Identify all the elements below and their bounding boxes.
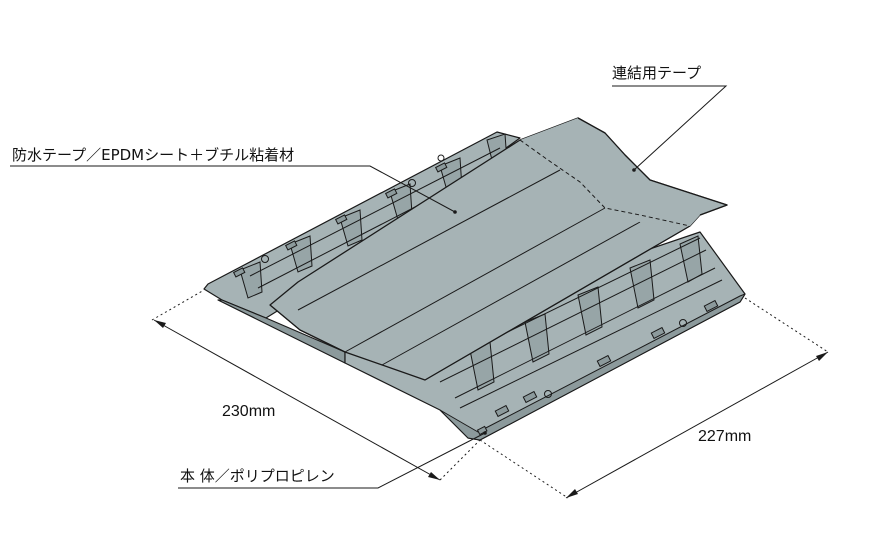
body-material-label: 本 体／ポリプロピレン: [180, 467, 335, 485]
connecting-tape-label: 連結用テープ: [612, 64, 702, 82]
connecting-tape: [519, 117, 728, 227]
leader-connecting-tape: [612, 85, 728, 171]
length-dimension-label: 230mm: [222, 403, 276, 420]
back-panel: [203, 131, 521, 364]
waterproof-tape-seams: [269, 169, 691, 381]
front-panel-slots: [476, 299, 719, 436]
waterproof-tape-label: 防水テープ／EPDMシート＋ブチル粘着材: [12, 146, 295, 164]
front-panel-ribs: [429, 235, 723, 409]
connecting-tape-dashed-edge: [519, 139, 691, 227]
leader-waterproof-tape: [10, 165, 456, 213]
leader-body: [178, 432, 486, 489]
waterproof-tape: [269, 117, 728, 381]
front-panel-holes: [544, 319, 687, 398]
dimension-lines: [151, 289, 829, 499]
connecting-tape-surface: [520, 118, 727, 226]
leader-lines: [10, 85, 728, 489]
dimension-line-length: [153, 319, 441, 481]
front-panel-side: [439, 293, 746, 441]
dimension-line-width: [565, 351, 829, 499]
width-dimension-label: 227mm: [698, 428, 752, 445]
back-panel-slots: [232, 162, 448, 278]
back-panel-holes: [261, 154, 445, 263]
connecting-tape-outline: [577, 117, 728, 216]
front-panel: [344, 231, 746, 441]
